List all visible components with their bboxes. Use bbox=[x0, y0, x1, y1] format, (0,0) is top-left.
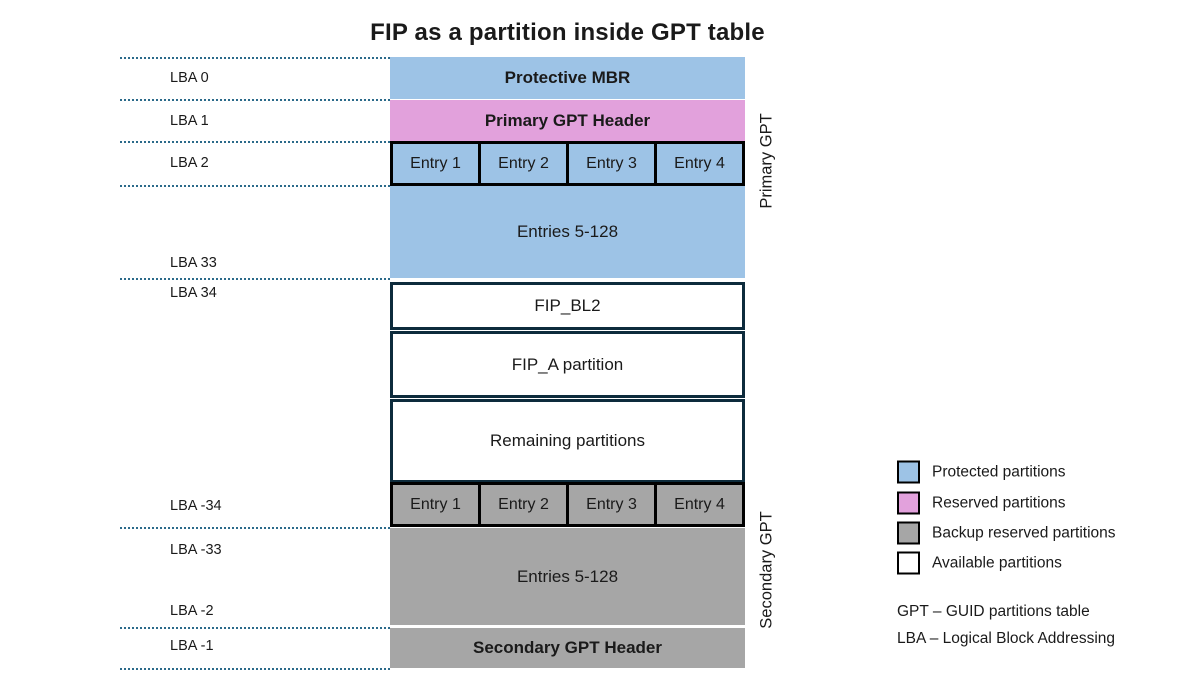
lba-boundary-dotted-line-7 bbox=[120, 668, 390, 670]
lba-label-lba-34: LBA -34 bbox=[170, 498, 222, 514]
primary-gpt-side-label: Primary GPT bbox=[757, 113, 776, 209]
legend-item-backup: Backup reserved partitions bbox=[897, 521, 1116, 545]
secondary-entries-5-128: Entries 5-128 bbox=[390, 528, 745, 625]
lba-boundary-dotted-line-5 bbox=[120, 527, 390, 529]
secondary-entry-row-cell-3: Entry 3 bbox=[566, 485, 654, 524]
lba-label-lba-1: LBA -1 bbox=[170, 638, 214, 654]
abbreviation-note-0: GPT – GUID partitions table bbox=[897, 603, 1090, 620]
legend-swatch-protected bbox=[897, 460, 920, 484]
legend-item-available: Available partitions bbox=[897, 551, 1062, 575]
lba-label-lba34: LBA 34 bbox=[170, 285, 217, 301]
legend-item-protected: Protected partitions bbox=[897, 460, 1066, 484]
legend-swatch-available bbox=[897, 551, 920, 575]
secondary-entry-row-cell-1: Entry 1 bbox=[410, 495, 461, 513]
legend-label-backup: Backup reserved partitions bbox=[932, 524, 1116, 541]
fip-bl2: FIP_BL2 bbox=[390, 282, 745, 330]
primary-entries-5-128: Entries 5-128 bbox=[390, 186, 745, 278]
secondary-gpt-side-label: Secondary GPT bbox=[757, 511, 776, 629]
legend-label-reserved: Reserved partitions bbox=[932, 494, 1066, 511]
lba-label-lba1: LBA 1 bbox=[170, 113, 209, 129]
lba-boundary-dotted-line-2 bbox=[120, 141, 390, 143]
abbreviation-note-1: LBA – Logical Block Addressing bbox=[897, 630, 1115, 647]
remaining-partitions: Remaining partitions bbox=[390, 399, 745, 483]
primary-gpt-header: Primary GPT Header bbox=[390, 100, 745, 141]
primary-entry-row-cell-2: Entry 2 bbox=[478, 144, 566, 183]
primary-entry-row-cell-4: Entry 4 bbox=[654, 144, 742, 183]
fip-a-partition: FIP_A partition bbox=[390, 331, 745, 398]
legend-swatch-backup bbox=[897, 521, 920, 545]
lba-boundary-dotted-line-1 bbox=[120, 99, 390, 101]
secondary-entry-row-cell-2: Entry 2 bbox=[478, 485, 566, 524]
protective-mbr: Protective MBR bbox=[390, 57, 745, 99]
secondary-entry-row-cell-4: Entry 4 bbox=[654, 485, 742, 524]
lba-boundary-dotted-line-0 bbox=[120, 57, 390, 59]
secondary-gpt-header: Secondary GPT Header bbox=[390, 628, 745, 668]
lba-label-lba33: LBA 33 bbox=[170, 255, 217, 271]
lba-boundary-dotted-line-3 bbox=[120, 185, 390, 187]
primary-entry-row-cell-3: Entry 3 bbox=[566, 144, 654, 183]
legend-swatch-reserved bbox=[897, 491, 920, 515]
primary-entry-row-cell-1: Entry 1 bbox=[410, 154, 461, 172]
legend-label-available: Available partitions bbox=[932, 554, 1062, 571]
lba-label-lba0: LBA 0 bbox=[170, 70, 209, 86]
lba-boundary-dotted-line-6 bbox=[120, 627, 390, 629]
legend-label-protected: Protected partitions bbox=[932, 463, 1066, 480]
diagram-title: FIP as a partition inside GPT table bbox=[370, 19, 765, 46]
legend-item-reserved: Reserved partitions bbox=[897, 491, 1066, 515]
lba-label-lba2: LBA 2 bbox=[170, 155, 209, 171]
lba-label-lba-33: LBA -33 bbox=[170, 542, 222, 558]
lba-boundary-dotted-line-4 bbox=[120, 278, 390, 280]
lba-label-lba-2: LBA -2 bbox=[170, 603, 214, 619]
